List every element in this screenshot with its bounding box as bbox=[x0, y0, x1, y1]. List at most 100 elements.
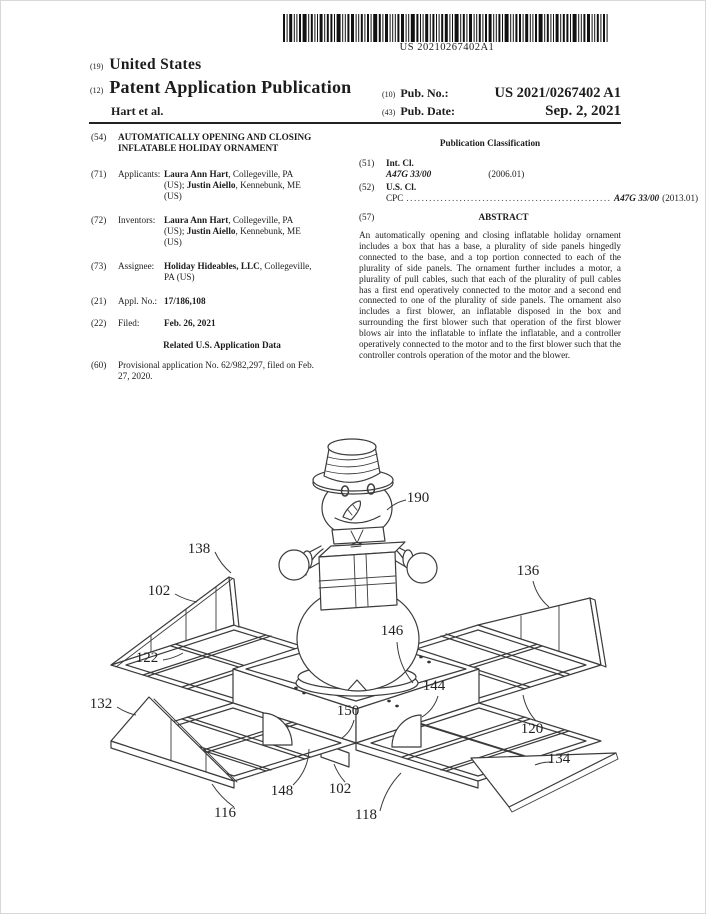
figure-label-148: 148 bbox=[271, 783, 294, 799]
leader-line bbox=[162, 652, 184, 661]
applicant-1-country: (US); bbox=[164, 180, 187, 190]
header-divider bbox=[89, 122, 621, 124]
barcode-bar bbox=[436, 14, 437, 42]
classification-column: Publication Classification (51) Int. Cl.… bbox=[359, 138, 698, 361]
inventor-short-name: Hart et al. bbox=[111, 104, 164, 118]
barcode-bar bbox=[422, 14, 424, 42]
kind-code-19: (19) bbox=[90, 62, 104, 71]
figure-label-120: 120 bbox=[521, 721, 544, 737]
barcode-bar bbox=[583, 14, 586, 42]
left-eye bbox=[340, 485, 350, 497]
barcode-bar bbox=[420, 14, 421, 42]
figure-label-102: 102 bbox=[329, 781, 352, 797]
barcode-bar bbox=[317, 14, 318, 42]
figure-label-190: 190 bbox=[407, 490, 430, 506]
barcode-bar bbox=[462, 14, 465, 42]
barcode-bar bbox=[289, 14, 293, 42]
int-cl-value-row: A47G 33/00 (2006.01) bbox=[359, 169, 621, 180]
field-52: (52) bbox=[359, 182, 375, 192]
figure-label-150: 150 bbox=[337, 703, 360, 719]
country-name: United States bbox=[109, 56, 202, 73]
right-eye bbox=[366, 483, 376, 495]
barcode-bar bbox=[553, 14, 554, 42]
leader-line bbox=[396, 641, 414, 684]
barcode-bar bbox=[493, 14, 495, 42]
inventors-entry: (72) Inventors: Laura Ann Hart, Collegev… bbox=[91, 215, 353, 248]
pub-date-value: Sep. 2, 2021 bbox=[545, 103, 621, 119]
barcode-bar bbox=[594, 14, 596, 42]
cpc-label: CPC bbox=[386, 193, 404, 203]
barcode-bar bbox=[473, 14, 475, 42]
field-21: (21) bbox=[91, 296, 107, 306]
barcode-bar bbox=[416, 14, 419, 42]
barcode-bar bbox=[469, 14, 472, 42]
assignee-city: , Collegeville, bbox=[259, 261, 312, 271]
applicant-2-country: (US) bbox=[164, 191, 182, 201]
field-71: (71) bbox=[91, 169, 107, 179]
figure-label-134: 134 bbox=[548, 751, 571, 767]
barcode-bar bbox=[510, 14, 512, 42]
barcode-bar bbox=[478, 14, 481, 42]
int-cl-value: A47G 33/00 (2006.01) bbox=[386, 169, 621, 180]
barcode-bar bbox=[330, 14, 333, 42]
barcode-bar bbox=[566, 14, 569, 42]
filed-value: Feb. 26, 2021 bbox=[164, 318, 216, 328]
barcode-bar bbox=[519, 14, 521, 42]
figure-label-146: 146 bbox=[381, 623, 404, 639]
appl-no-entry: (21) Appl. No.: 17/186,108 bbox=[91, 296, 353, 307]
barcode-bar bbox=[344, 14, 346, 42]
barcode-bar bbox=[522, 14, 524, 42]
barcode-bar bbox=[392, 14, 394, 42]
barcode-bar bbox=[378, 14, 381, 42]
pub-date-line: (43) Pub. Date: Sep. 2, 2021 bbox=[382, 103, 621, 120]
cpc-dot-leader: ........................................… bbox=[406, 193, 611, 203]
title-line-1: AUTOMATICALLY OPENING AND CLOSING bbox=[118, 132, 312, 142]
field-57: (57) bbox=[359, 212, 375, 222]
field-60: (60) bbox=[91, 360, 107, 370]
cpc-code: A47G 33/00 bbox=[613, 193, 660, 203]
barcode-bar bbox=[441, 14, 444, 42]
right-mitten bbox=[406, 552, 438, 584]
inventor-2-country: (US) bbox=[164, 237, 182, 247]
end-wall-134 bbox=[470, 752, 617, 808]
barcode-bar bbox=[550, 14, 552, 42]
barcode-bar bbox=[591, 14, 593, 42]
applicant-1-city: , Collegeville, PA bbox=[228, 169, 294, 179]
assignee-value: Holiday Hideables, LLC, Collegeville, PA… bbox=[164, 261, 353, 283]
leader-line bbox=[532, 580, 550, 608]
barcode-bar bbox=[603, 14, 605, 42]
barcode-bar bbox=[342, 14, 344, 42]
applicant-2-city: , Kennebunk, ME bbox=[235, 180, 301, 190]
barcode-bar bbox=[293, 14, 295, 42]
cpc-version: (2013.01) bbox=[662, 193, 699, 203]
provisional-text: Provisional application No. 62/982,297, … bbox=[118, 360, 353, 382]
barcode-bar bbox=[283, 14, 285, 42]
field-51: (51) bbox=[359, 158, 375, 168]
barcode-bar bbox=[449, 14, 451, 42]
abstract-text: An automatically opening and closing inf… bbox=[359, 230, 621, 360]
cable-guide-left bbox=[262, 712, 293, 746]
leader-line bbox=[333, 763, 346, 783]
cable-guide-right bbox=[391, 714, 422, 748]
inventor-1-city: , Collegeville, PA bbox=[228, 215, 294, 225]
pub-number-value: US 2021/0267402 A1 bbox=[494, 85, 622, 101]
assignee-entry: (73) Assignee: Holiday Hideables, LLC, C… bbox=[91, 261, 353, 283]
barcode-bar bbox=[570, 14, 571, 42]
provisional-entry: (60) Provisional application No. 62/982,… bbox=[91, 360, 353, 382]
kind-code-43: (43) bbox=[382, 108, 396, 117]
pub-date-label: Pub. Date: bbox=[400, 104, 455, 118]
barcode-bar bbox=[358, 14, 360, 42]
leader-line bbox=[292, 748, 310, 786]
leader-line bbox=[341, 719, 355, 739]
leader-line bbox=[534, 761, 553, 766]
title-line-2: INFLATABLE HOLIDAY ORNAMENT bbox=[118, 143, 279, 153]
leader-line bbox=[174, 593, 198, 603]
kind-code-12: (12) bbox=[90, 86, 104, 95]
document-kind-line: (12) Patent Application Publication bbox=[90, 77, 351, 98]
applicants-value: Laura Ann Hart, Collegeville, PA (US); J… bbox=[164, 169, 353, 202]
barcode-bar bbox=[538, 14, 543, 42]
related-data-header: Related U.S. Application Data bbox=[163, 340, 281, 350]
barcode-bar bbox=[425, 14, 429, 42]
pub-date-label-group: (43) Pub. Date: bbox=[382, 104, 455, 119]
